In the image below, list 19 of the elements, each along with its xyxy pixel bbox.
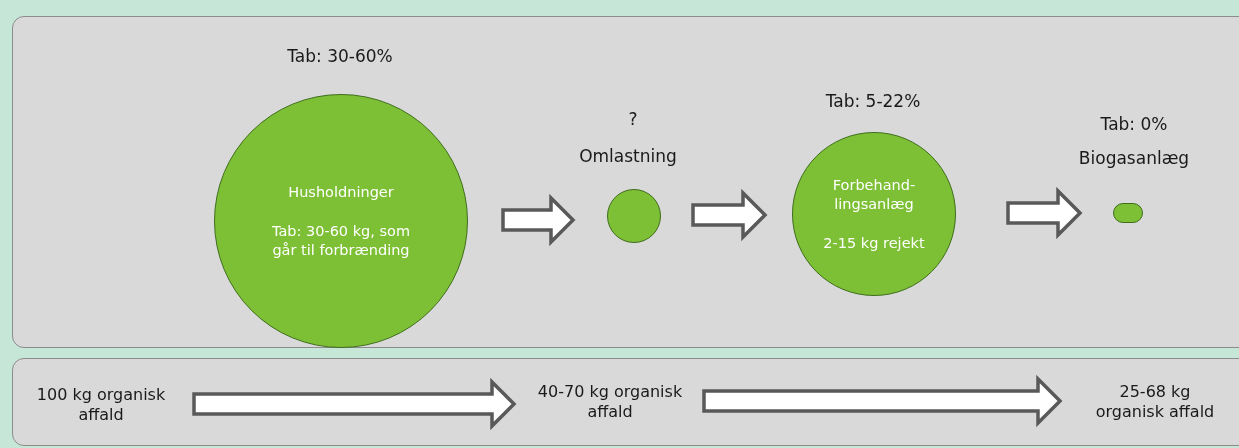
block-arrow bbox=[702, 374, 1063, 428]
stage-name: Husholdninger bbox=[288, 182, 394, 202]
amount-text: 25-68 kg organisk affald bbox=[1083, 381, 1227, 423]
stage-caption: Tab: 5-22% bbox=[825, 90, 921, 112]
stage-note: Tab: 30-60 kg, som går til forbrænding bbox=[271, 221, 411, 260]
stage-caption: Tab: 30-60% bbox=[287, 45, 393, 67]
block-arrow bbox=[192, 377, 517, 431]
stage-name: Forbehand- lingsanlæg bbox=[831, 175, 917, 214]
stage-caption: Omlastning bbox=[579, 145, 677, 167]
stage-caption: Biogasanlæg bbox=[1078, 147, 1190, 169]
amount-text: 100 kg organisk affald bbox=[29, 384, 173, 426]
stage-caption: ? bbox=[628, 108, 638, 130]
panel-background bbox=[12, 16, 1239, 348]
block-arrow bbox=[691, 188, 768, 242]
stage-caption: Tab: 0% bbox=[1100, 113, 1168, 135]
block-arrow bbox=[1006, 186, 1083, 240]
stage-note: 2-15 kg rejekt bbox=[823, 233, 925, 253]
amount-text: 40-70 kg organisk affald bbox=[537, 381, 683, 423]
block-arrow bbox=[501, 193, 576, 247]
